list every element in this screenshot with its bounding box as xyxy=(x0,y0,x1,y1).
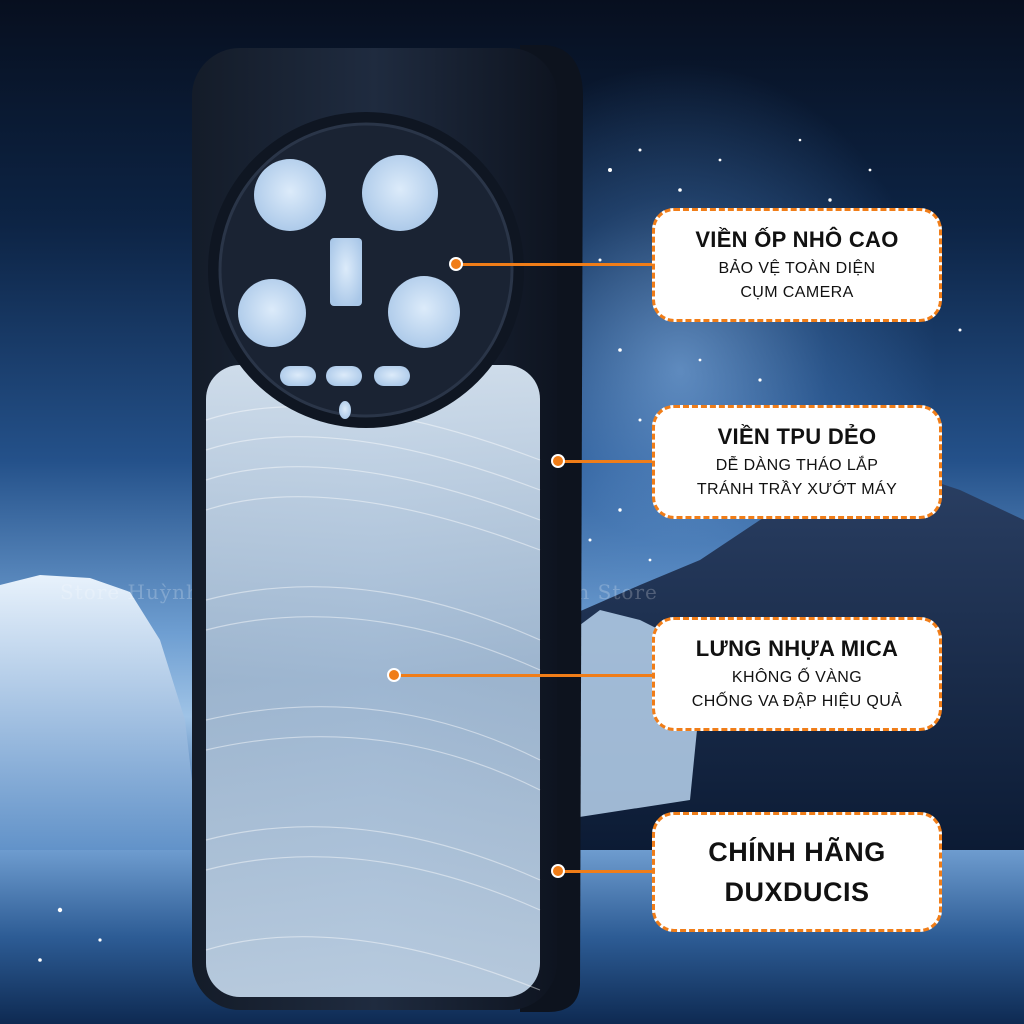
callout-title: VIỀN ỐP NHÔ CAO xyxy=(695,227,899,252)
mic-cutout xyxy=(339,401,351,419)
callout-card-brand: CHÍNH HÃNG DUXDUCIS xyxy=(652,812,942,932)
sparkles xyxy=(38,138,962,962)
callout-dot-4 xyxy=(551,864,565,878)
callout-line: CHỐNG VA ĐẬP HIỆU QUẢ xyxy=(691,693,903,710)
lens-cutout-bottom-left xyxy=(238,279,306,347)
sensor-cutout-3 xyxy=(374,366,410,386)
clear-back-panel xyxy=(206,365,540,997)
callout-title: VIỀN TPU DẺO xyxy=(717,424,877,449)
callout-line: DỄ DÀNG THÁO LẮP xyxy=(715,457,879,474)
callout-line-1 xyxy=(456,263,656,266)
callout-line-4 xyxy=(558,870,656,873)
lens-cutout-bottom-right xyxy=(388,276,460,348)
callout-dot-3 xyxy=(387,668,401,682)
callout-line-2 xyxy=(558,460,656,463)
callout-line: CỤM CAMERA xyxy=(740,284,854,301)
flash-cutout xyxy=(330,238,362,306)
callout-line: KHÔNG Ố VÀNG xyxy=(731,669,863,686)
callout-card-mica: LƯNG NHỰA MICA KHÔNG Ố VÀNG CHỐNG VA ĐẬP… xyxy=(652,617,942,731)
wave-pattern xyxy=(205,406,541,991)
camera-ring xyxy=(218,122,514,418)
lens-cutout-top-right xyxy=(362,155,438,231)
sensor-cutout-2 xyxy=(326,366,362,386)
callout-title: LƯNG NHỰA MICA xyxy=(695,636,899,661)
brand-title-line2: DUXDUCIS xyxy=(724,877,870,907)
callout-line: BẢO VỆ TOÀN DIỆN xyxy=(718,260,876,277)
left-iceberg xyxy=(0,575,200,860)
lens-cutout-top-left xyxy=(254,159,326,231)
sensor-cutout-1 xyxy=(280,366,316,386)
callout-line: TRÁNH TRẦY XƯỚT MÁY xyxy=(696,481,898,498)
brand-title-line1: CHÍNH HÃNG xyxy=(708,837,886,867)
callout-dot-2 xyxy=(551,454,565,468)
callout-card-tpu: VIỀN TPU DẺO DỄ DÀNG THÁO LẮP TRÁNH TRẦY… xyxy=(652,405,942,519)
callout-line-3 xyxy=(394,674,656,677)
callout-card-camera: VIỀN ỐP NHÔ CAO BẢO VỆ TOÀN DIỆN CỤM CAM… xyxy=(652,208,942,322)
callout-dot-1 xyxy=(449,257,463,271)
